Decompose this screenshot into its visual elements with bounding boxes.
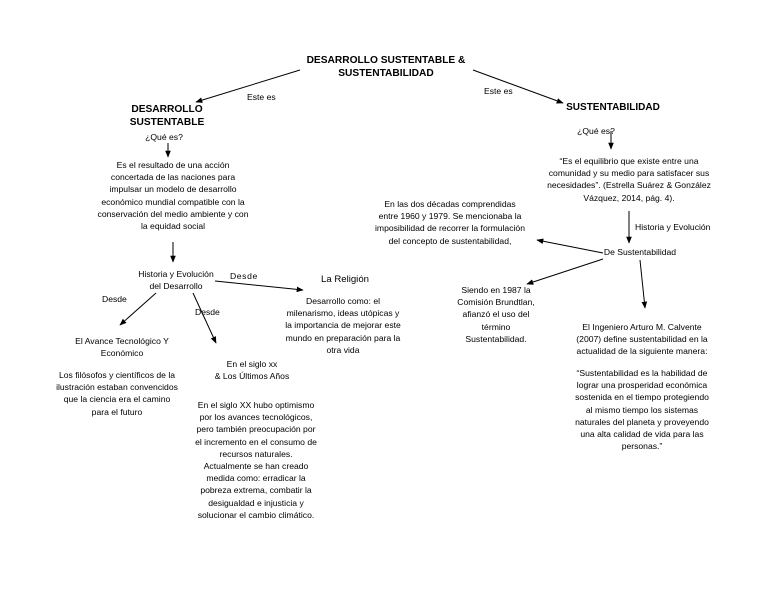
- desarrollo-definition: Es el resultado de una acción concertada…: [97, 160, 249, 232]
- edge-label-este-es-right: Este es: [484, 86, 513, 96]
- tech-title: El Avance Tecnológico Y Económico: [75, 336, 169, 359]
- edge-label-desde-tech: Desde: [102, 294, 127, 304]
- sustentabilidad-history-node: De Sustentabilidad: [603, 247, 677, 257]
- arrow-history-to-tech: [119, 292, 157, 326]
- religion-text: Desarrollo como: el milenarismo, ideas u…: [285, 296, 401, 355]
- tech-text: Los filósofos y científicos de la ilustr…: [56, 370, 178, 417]
- edge-label-desde-century: Desde: [195, 307, 220, 317]
- edge-label-historia-evolucion: Historia y Evolución: [635, 222, 711, 232]
- desarrollo-history-node: Historia y Evolución del Desarrollo: [138, 269, 214, 292]
- century-text: En el siglo XX hubo optimismo por los av…: [195, 400, 317, 520]
- main-title: DESARROLLO SUSTENTABLE & SUSTENTABILIDAD: [306, 55, 466, 79]
- edge-label-desde-religion: Desde: [230, 271, 258, 281]
- arrow-history-to-decades: [536, 238, 604, 254]
- religion-title: La Religión: [320, 274, 369, 285]
- calvente-quote: “Sustentabilidad es la habilidad de logr…: [575, 368, 709, 452]
- arrow-title-to-desarrollo: [195, 69, 301, 103]
- arrow-title-to-sustentabilidad: [472, 69, 564, 104]
- sustentabilidad-heading: SUSTENTABILIDAD: [566, 102, 660, 113]
- calvente-text: El Ingeniero Arturo M. Calvente (2007) d…: [576, 322, 708, 357]
- arrow-history-to-calvente: [639, 259, 648, 309]
- edge-label-este-es-left: Este es: [247, 92, 276, 102]
- arrow-history-to-century: [192, 292, 217, 344]
- sustentabilidad-definition: “Es el equilibrio que existe entre una c…: [547, 156, 711, 203]
- decades-text: En las dos décadas comprendidas entre 19…: [375, 199, 525, 246]
- arrow-history-to-brundtland: [526, 258, 604, 285]
- desarrollo-question: ¿Qué es?: [145, 132, 183, 142]
- century-title: En el siglo xx & Los Últimos Años: [214, 359, 290, 382]
- sustentabilidad-question: ¿Qué es?: [577, 126, 615, 136]
- desarrollo-heading: DESARROLLO SUSTENTABLE: [129, 104, 205, 128]
- brundtland-text: Siendo en 1987 la Comisión Brundtlan, af…: [457, 285, 535, 344]
- arrow-history-to-religion: [214, 280, 304, 293]
